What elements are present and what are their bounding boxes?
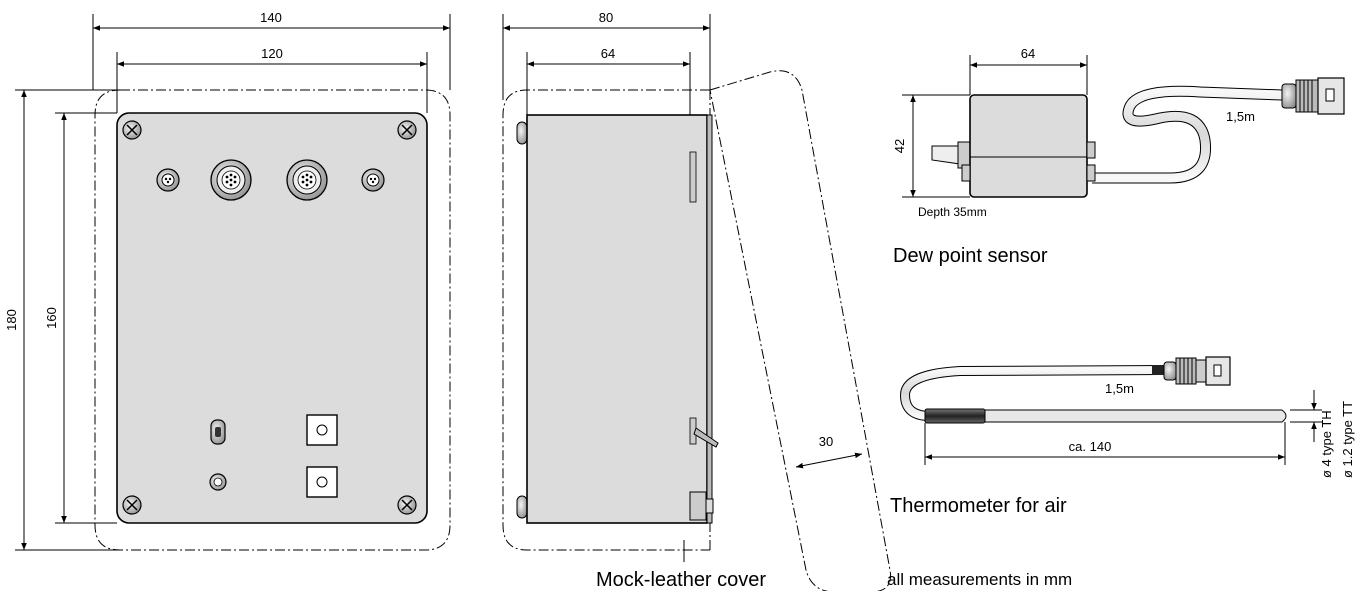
probe-rod — [984, 409, 1287, 423]
toggle-switch-icon — [210, 419, 226, 445]
push-button-icon — [306, 466, 338, 498]
screw-icon — [122, 495, 142, 515]
thermometer-cable-length: 1,5m — [1105, 381, 1134, 396]
dim-diameter-tt: ø 1.2 type TT — [1340, 401, 1355, 478]
led-icon — [209, 473, 227, 491]
screw-icon — [397, 495, 417, 515]
screw-icon — [397, 120, 417, 140]
large-socket-icon — [210, 159, 252, 201]
sensor-body — [969, 94, 1088, 198]
dew-point-sensor: 64 42 Depth 35mm 1,5m Dew point sensor — [892, 46, 1345, 267]
small-socket-icon — [361, 168, 385, 192]
corner-screws — [122, 120, 417, 515]
dim-front-height-outer: 180 — [4, 309, 19, 331]
units-note: all measurements in mm — [887, 570, 1072, 589]
dim-front-width-inner: 120 — [261, 46, 283, 61]
thermometer-title: Thermometer for air — [890, 495, 1067, 517]
side-toggle-icon — [689, 417, 719, 448]
sensor-depth: Depth 35mm — [918, 205, 987, 219]
side-housing — [526, 114, 708, 524]
probe-handle — [924, 408, 986, 424]
dim-side-width-inner: 64 — [601, 46, 615, 61]
thermometer-cable — [900, 366, 1161, 420]
sensor-cable-length: 1,5m — [1226, 109, 1255, 124]
screw-icon — [122, 120, 142, 140]
thermometer: ca. 140 ø 4 type TH ø 1.2 type TT 1,5m T… — [890, 356, 1355, 517]
sensor-cable — [1092, 86, 1283, 183]
dim-probe-length: ca. 140 — [1069, 439, 1112, 454]
front-view: 140 120 180 160 — [4, 10, 451, 551]
dim-front-width-outer: 140 — [260, 10, 282, 25]
push-button-icon — [306, 414, 338, 446]
front-cover-outline — [94, 89, 451, 551]
dim-sensor-width: 64 — [1021, 46, 1035, 61]
dim-cover-thickness: 30 — [819, 434, 833, 449]
connector-plug-icon — [1281, 77, 1345, 115]
dim-sensor-height: 42 — [892, 139, 907, 153]
dim-diameter-th: ø 4 type TH — [1319, 410, 1334, 478]
side-view: 80 64 30 Mock-leather cover — [502, 10, 892, 591]
sensor-title: Dew point sensor — [893, 245, 1048, 267]
side-cover-outline — [502, 89, 710, 551]
large-socket-icon — [286, 159, 328, 201]
front-panel — [116, 112, 428, 524]
dim-front-height-inner: 160 — [44, 307, 59, 329]
dim-side-width-outer: 80 — [599, 10, 613, 25]
connector-plug-icon — [1163, 356, 1231, 386]
side-connector-icon — [689, 491, 714, 521]
small-socket-icon — [156, 168, 180, 192]
cover-label: Mock-leather cover — [596, 569, 766, 591]
open-cover-outline — [709, 70, 892, 591]
